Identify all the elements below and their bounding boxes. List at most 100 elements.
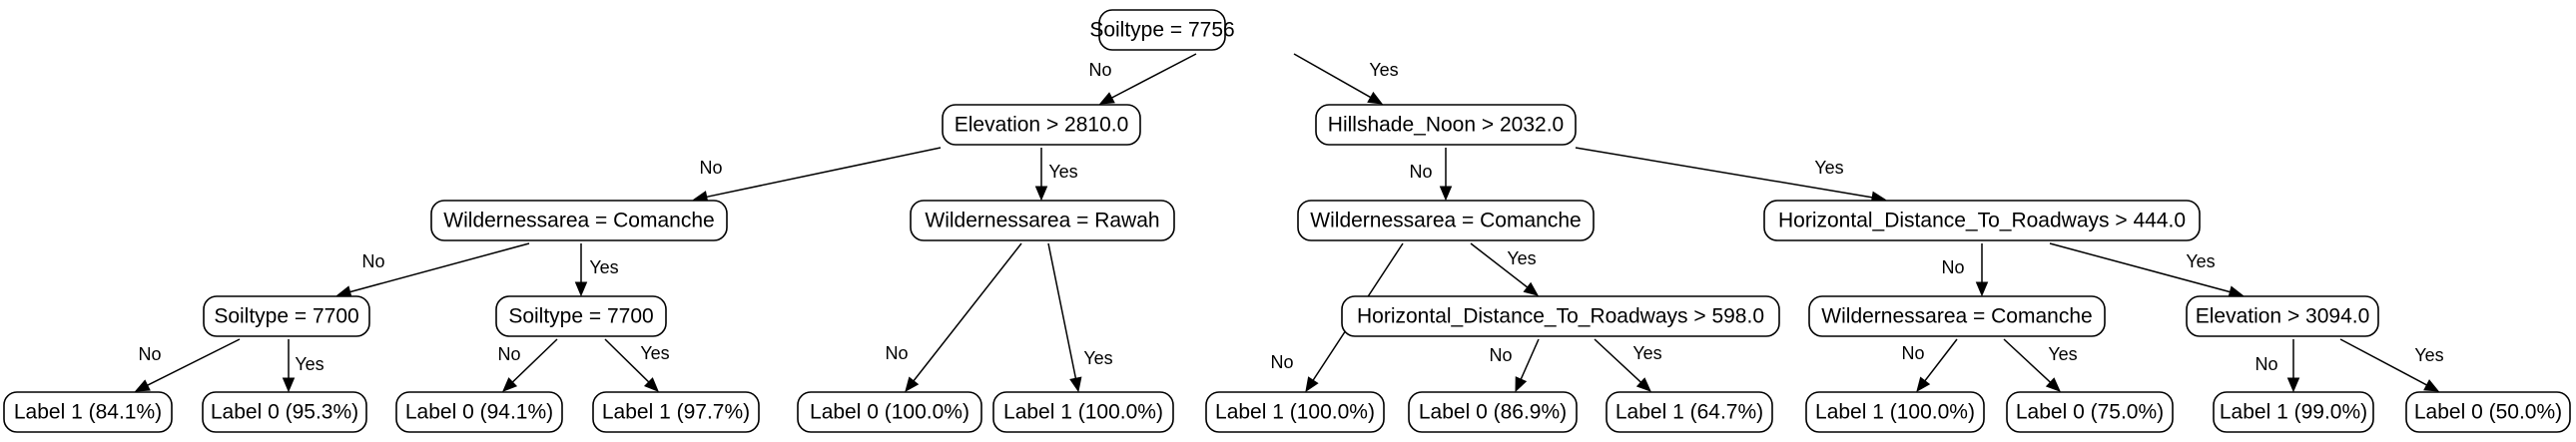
edge-n_elev3094-to-l12: No [2254, 339, 2300, 393]
decision-node-n_hdr598: Horizontal_Distance_To_Roadways > 598.0 [1341, 295, 1780, 337]
edge-label: Yes [2186, 251, 2215, 271]
edge-label: No [1901, 343, 1924, 363]
node-label: Label 1 (100.0%) [1815, 401, 1975, 424]
node-box [2186, 295, 2379, 337]
node-box [1763, 200, 2201, 241]
arrowhead-icon [134, 379, 151, 392]
edge-line [147, 338, 241, 386]
leaf-node-l11: Label 0 (75.0%) [2006, 391, 2174, 433]
edge-line [511, 338, 558, 383]
edge-n_wcom2-to-n_hdr598: Yes [1470, 242, 1540, 296]
node-label: Soiltype = 7700 [508, 305, 653, 328]
decision-node-n_wcom1: Wildernessarea = Comanche [430, 200, 728, 241]
edge-line [1520, 338, 1540, 380]
node-box [1606, 391, 1773, 433]
edge-label: No [2254, 354, 2277, 374]
decision-node-n_elev: Elevation > 2810.0 [942, 104, 1141, 146]
edge-label: Yes [1048, 162, 1077, 182]
node-label: Wildernessarea = Comanche [1310, 210, 1581, 232]
node-label: Label 1 (97.7%) [602, 401, 750, 424]
arrowhead-icon [905, 376, 920, 393]
edge-root-to-n_elev: No [1088, 53, 1197, 105]
edge-label: Yes [1369, 60, 1398, 80]
node-box [1205, 391, 1385, 433]
arrowhead-icon [1305, 376, 1319, 393]
edge-label: No [497, 344, 520, 364]
node-box [495, 295, 667, 337]
arrowhead-icon [574, 281, 588, 297]
arrowhead-icon [1098, 92, 1115, 105]
edge-n_soil1-to-l2: Yes [282, 339, 324, 393]
edge-line [1924, 338, 1958, 382]
edge-label: Yes [1632, 343, 1661, 363]
node-label: Label 1 (64.7%) [1615, 401, 1763, 424]
node-box [2006, 391, 2174, 433]
node-label: Hillshade_Noon > 2032.0 [1328, 114, 1564, 137]
edge-n_elev-to-n_wcom1: No [692, 147, 942, 204]
leaf-node-l5: Label 0 (100.0%) [797, 391, 982, 433]
leaf-node-l1: Label 1 (84.1%) [3, 391, 173, 433]
node-box [992, 391, 1174, 433]
arrowhead-icon [1975, 281, 1989, 297]
node-box [797, 391, 982, 433]
edge-n_wcom3-to-l11: Yes [2003, 338, 2078, 392]
arrowhead-icon [2045, 377, 2061, 392]
leaf-node-l7: Label 1 (100.0%) [1205, 391, 1385, 433]
edge-label: Yes [2048, 344, 2077, 364]
node-label: Soiltype = 7756 [1089, 19, 1234, 42]
edge-n_hdr598-to-l9: Yes [1594, 338, 1662, 392]
edge-label: No [1088, 60, 1111, 80]
leaf-node-l8: Label 0 (86.9%) [1408, 391, 1578, 433]
node-label: Label 1 (99.0%) [2220, 401, 2367, 424]
edge-label: Yes [1507, 248, 1536, 268]
node-box [1315, 104, 1577, 146]
edge-line [1293, 53, 1372, 99]
edge-n_wcom3-to-l10: No [1901, 338, 1958, 393]
node-label: Soiltype = 7700 [214, 305, 358, 328]
node-label: Label 1 (84.1%) [14, 401, 162, 424]
node-label: Label 0 (100.0%) [810, 401, 969, 424]
node-box [2405, 391, 2571, 433]
node-box [430, 200, 728, 241]
leaf-node-l10: Label 1 (100.0%) [1805, 391, 1985, 433]
edge-n_wcom1-to-n_soil1: No [335, 242, 530, 298]
node-label: Horizontal_Distance_To_Roadways > 444.0 [1778, 210, 2186, 232]
node-label: Label 0 (86.9%) [1419, 401, 1567, 424]
edge-n_wcom1-to-n_soil2: Yes [574, 243, 619, 297]
node-box [3, 391, 173, 433]
edge-n_soil2-to-l4: Yes [604, 338, 670, 392]
node-box [1408, 391, 1578, 433]
edge-label: No [1409, 162, 1432, 182]
leaf-node-l3: Label 0 (94.1%) [395, 391, 563, 433]
edge-root-to-n_hill: Yes [1293, 53, 1399, 105]
edge-line [913, 242, 1022, 382]
edge-n_elev-to-n_wraw: Yes [1034, 148, 1078, 202]
arrowhead-icon [2286, 377, 2300, 393]
edge-label: No [1270, 352, 1293, 372]
edge-label: No [885, 343, 908, 363]
node-label: Wildernessarea = Rawah [925, 210, 1159, 232]
decision-node-n_hdr444: Horizontal_Distance_To_Roadways > 444.0 [1763, 200, 2201, 241]
arrowhead-icon [1916, 376, 1931, 393]
edge-label: Yes [1083, 348, 1112, 368]
edge-line [1047, 242, 1077, 379]
node-box [1341, 295, 1780, 337]
edge-label: No [138, 344, 161, 364]
arrowhead-icon [502, 377, 518, 392]
arrowhead-icon [1069, 376, 1082, 393]
node-box [1098, 9, 1226, 51]
node-box [1297, 200, 1595, 241]
node-label: Label 1 (100.0%) [1215, 401, 1375, 424]
edge-label: No [1489, 345, 1512, 365]
leaf-node-l13: Label 0 (50.0%) [2405, 391, 2571, 433]
edge-label: No [699, 158, 722, 178]
edge-n_hdr444-to-n_elev3094: Yes [2049, 242, 2245, 298]
leaf-node-l2: Label 0 (95.3%) [202, 391, 367, 433]
arrowhead-icon [1515, 376, 1528, 393]
decision-node-n_wcom2: Wildernessarea = Comanche [1297, 200, 1595, 241]
edge-n_wraw-to-l5: No [885, 242, 1022, 393]
edge-line [604, 338, 650, 383]
leaf-node-l9: Label 1 (64.7%) [1606, 391, 1773, 433]
node-box [592, 391, 760, 433]
